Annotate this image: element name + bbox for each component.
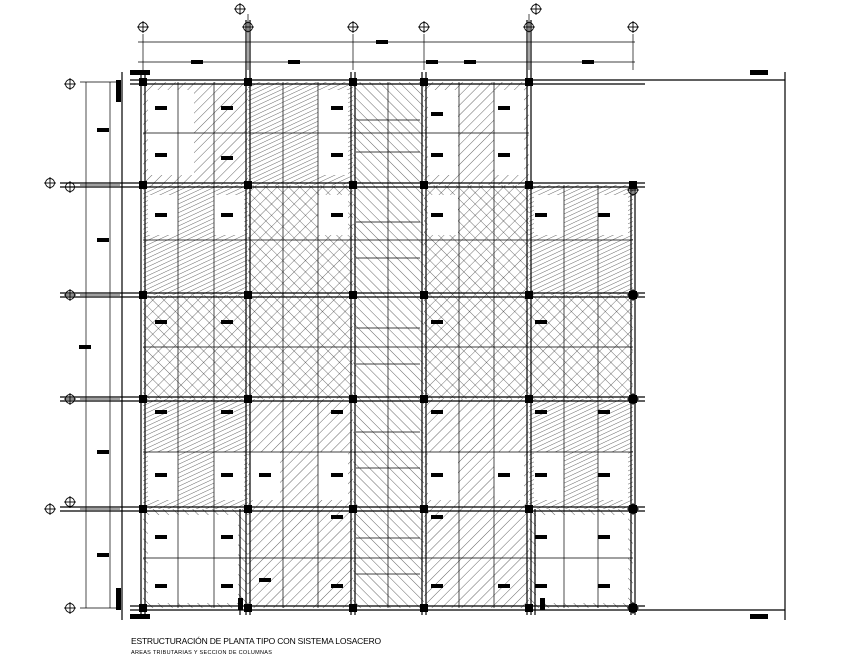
element-tag <box>535 320 547 324</box>
element-tag <box>431 584 443 588</box>
element-tag <box>97 128 109 132</box>
steel-column <box>349 78 357 86</box>
drawing-subtitle: AREAS TRIBUTARIAS Y SECCION DE COLUMNAS <box>131 650 273 656</box>
element-tag <box>331 584 343 588</box>
steel-column <box>244 78 252 86</box>
element-tag <box>598 535 610 539</box>
grid-axis-markers <box>44 3 639 614</box>
steel-column <box>525 505 533 513</box>
element-tag <box>155 584 167 588</box>
element-tag <box>155 410 167 414</box>
element-tag <box>331 153 343 157</box>
element-tag <box>535 213 547 217</box>
element-tag <box>97 450 109 454</box>
dimension-tick <box>540 598 545 610</box>
element-tag <box>331 213 343 217</box>
element-tag <box>97 553 109 557</box>
steel-column <box>525 604 533 612</box>
element-tag <box>598 213 610 217</box>
steel-column <box>349 291 357 299</box>
element-tag <box>155 213 167 217</box>
steel-column <box>244 604 252 612</box>
steel-column <box>139 395 147 403</box>
element-tag <box>259 578 271 582</box>
steel-column <box>139 181 147 189</box>
element-tag <box>155 535 167 539</box>
element-tag <box>79 345 91 349</box>
element-tag <box>155 106 167 110</box>
steel-column <box>420 604 428 612</box>
element-tag <box>331 473 343 477</box>
steel-column <box>525 181 533 189</box>
element-tag <box>535 473 547 477</box>
panel-blanks <box>148 90 628 603</box>
dimension-tick <box>116 80 121 102</box>
element-tag <box>498 106 510 110</box>
element-tag <box>221 213 233 217</box>
element-tag <box>431 410 443 414</box>
steel-column <box>244 505 252 513</box>
element-tag <box>155 153 167 157</box>
element-tag <box>259 473 271 477</box>
steel-column <box>349 395 357 403</box>
element-tag <box>431 473 443 477</box>
steel-column <box>139 505 147 513</box>
dimension-tick <box>130 614 150 619</box>
dimension-tick <box>130 70 150 75</box>
steel-column <box>525 78 533 86</box>
steel-column <box>349 604 357 612</box>
element-tag <box>598 473 610 477</box>
element-tag <box>221 320 233 324</box>
steel-column <box>139 78 147 86</box>
steel-column <box>420 395 428 403</box>
element-tag <box>221 584 233 588</box>
element-tag <box>331 515 343 519</box>
element-tag <box>331 106 343 110</box>
steel-column <box>525 395 533 403</box>
element-tag <box>431 153 443 157</box>
steel-column <box>420 291 428 299</box>
element-tag <box>535 535 547 539</box>
dimension-tick <box>750 614 768 619</box>
element-tag <box>431 515 443 519</box>
steel-column <box>525 291 533 299</box>
steel-column <box>139 604 147 612</box>
element-tag <box>155 320 167 324</box>
element-tag <box>221 535 233 539</box>
dimension-tick <box>238 598 243 610</box>
steel-column <box>244 181 252 189</box>
element-tag <box>535 410 547 414</box>
element-tag <box>431 320 443 324</box>
steel-column <box>420 78 428 86</box>
element-tag <box>97 238 109 242</box>
steel-column <box>139 291 147 299</box>
element-tag <box>598 584 610 588</box>
element-tag <box>431 213 443 217</box>
element-tag <box>221 410 233 414</box>
element-tag <box>498 153 510 157</box>
steel-column <box>420 181 428 189</box>
element-tag <box>221 156 233 160</box>
element-tag <box>535 584 547 588</box>
element-tag <box>498 473 510 477</box>
steel-column <box>420 505 428 513</box>
element-tag <box>221 106 233 110</box>
element-tag <box>221 473 233 477</box>
steel-column <box>244 395 252 403</box>
element-tag <box>431 112 443 116</box>
element-tag <box>331 410 343 414</box>
steel-column <box>349 181 357 189</box>
element-tag <box>155 473 167 477</box>
drawing-title: ESTRUCTURACIÓN DE PLANTA TIPO CON SISTEM… <box>131 636 381 646</box>
dimension-tick <box>116 588 121 610</box>
element-tag <box>498 584 510 588</box>
steel-column <box>244 291 252 299</box>
steel-column <box>349 505 357 513</box>
element-tag <box>598 410 610 414</box>
dimension-tick <box>750 70 768 75</box>
dimension-lines <box>80 14 635 609</box>
